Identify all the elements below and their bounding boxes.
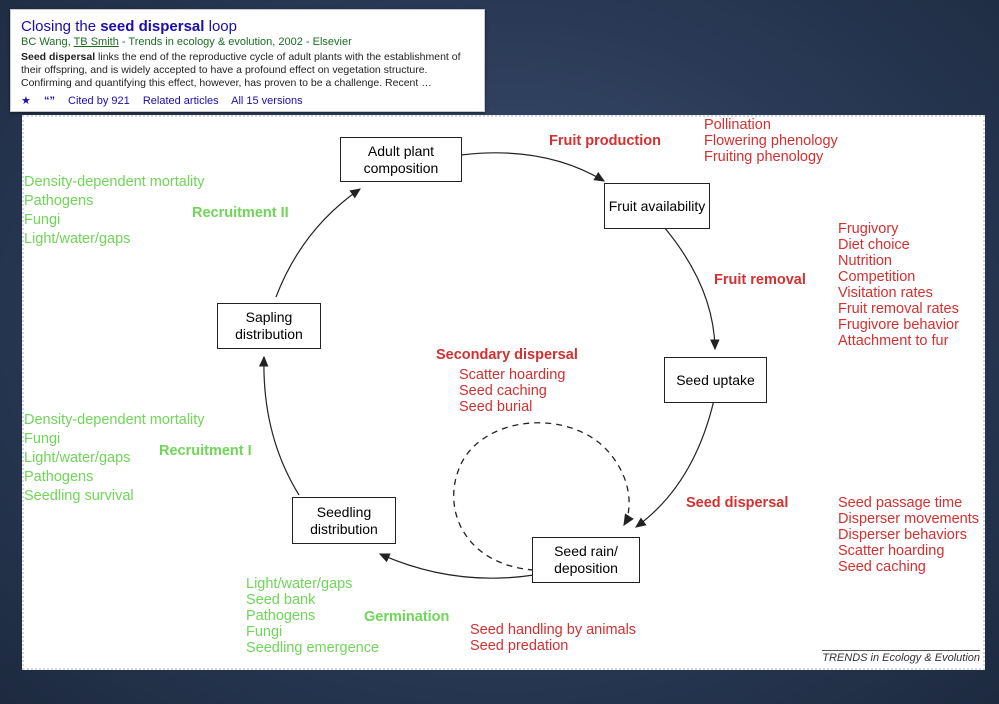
recruitment-2-heading: Recruitment II [192,205,289,221]
quote-icon[interactable]: “” [43,95,55,107]
arrow-rain-to-seedling [378,553,535,579]
box-seed-rain: Seed rain/ deposition [532,537,640,583]
box-sapling-distribution: Sapling distribution [217,303,321,349]
box-fruit-availability: Fruit availability [604,183,710,229]
fruit-removal-list: Frugivory Diet choice Nutrition Competit… [838,221,959,349]
all-versions-link[interactable]: All 15 versions [231,95,303,107]
arrow-sapling-to-adult [275,188,361,298]
box-seed-uptake: Seed uptake [664,357,767,403]
figure-credit: TRENDS in Ecology & Evolution [822,650,980,664]
arrow-seedling-to-sapling [258,355,300,496]
seed-handling-list: Seed handling by animals Seed predation [470,622,637,654]
germination-list: Light/water/gaps Seed bank Pathogens Fun… [246,576,380,656]
seed-dispersal-heading: Seed dispersal [686,495,789,511]
result-authors: BC Wang, TB Smith - Trends in ecology & … [21,36,352,48]
related-articles-link[interactable]: Related articles [142,95,219,107]
result-actions: ★ “” Cited by 921 Related articles All 1… [21,94,313,107]
fruit-production-heading: Fruit production [549,133,661,149]
result-snippet: Seed dispersal links the end of the repr… [21,51,461,89]
recruitment-1-heading: Recruitment I [159,443,252,459]
fruit-production-list: Pollination Flowering phenology Fruiting… [704,117,838,165]
arrow-adult-to-fruit [460,152,606,182]
result-title-link[interactable]: Closing the seed dispersal loop [21,18,237,35]
arrow-uptake-to-rain [635,399,715,528]
box-adult-plant: Adult plant composition [340,137,462,182]
recruitment-1-list: Density-dependent mortality Fungi Light/… [24,412,205,504]
germination-heading: Germination [364,609,450,625]
fruit-removal-heading: Fruit removal [714,272,806,288]
author-link[interactable]: TB Smith [73,36,119,48]
seed-dispersal-loop-figure: Adult plant composition Fruit availabili… [22,115,985,670]
secondary-dispersal-heading: Secondary dispersal [436,347,578,363]
arrow-fruit-to-uptake [663,226,720,351]
seed-dispersal-list: Seed passage time Disperser movements Di… [838,495,980,575]
secondary-dispersal-loop [453,422,634,571]
search-result-card: Closing the seed dispersal loop BC Wang,… [10,9,485,112]
cycle-arrows [258,152,720,579]
recruitment-2-list: Density-dependent mortality Pathogens Fu… [24,174,205,247]
cited-by-link[interactable]: Cited by 921 [68,95,130,107]
star-icon[interactable]: ★ [21,95,31,107]
box-seedling-distribution: Seedling distribution [292,497,396,544]
secondary-dispersal-list: Scatter hoarding Seed caching Seed buria… [459,367,566,415]
